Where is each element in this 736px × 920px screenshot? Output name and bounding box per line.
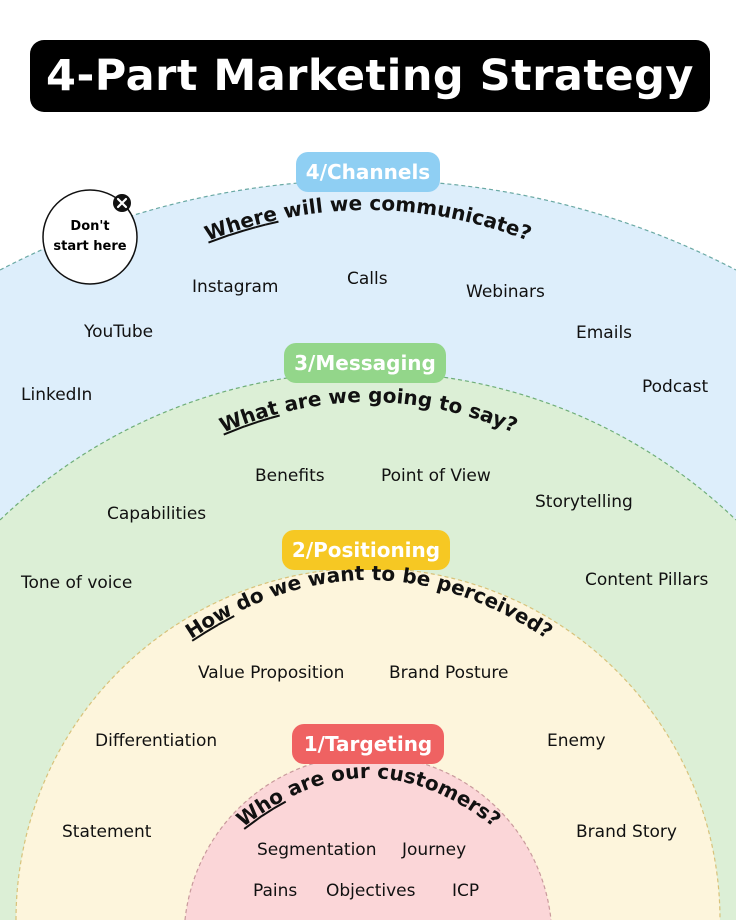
messaging-item: Benefits xyxy=(255,466,325,486)
targeting-item: Segmentation xyxy=(257,840,376,860)
badge-channels-label: 4/Channels xyxy=(306,160,430,184)
messaging-item: Capabilities xyxy=(107,504,206,524)
close-icon xyxy=(113,194,131,212)
targeting-item: Journey xyxy=(401,840,466,860)
targeting-item: Objectives xyxy=(326,881,416,901)
channel-item: Instagram xyxy=(192,277,279,297)
channel-item: Calls xyxy=(347,269,388,289)
badge-messaging: 3/Messaging xyxy=(284,343,446,383)
channel-item: YouTube xyxy=(83,322,153,342)
messaging-item: Storytelling xyxy=(535,492,633,512)
positioning-item: Differentiation xyxy=(95,731,217,751)
page-title: 4-Part Marketing Strategy xyxy=(30,40,710,112)
dont-start-here-note: Don't start here xyxy=(42,189,138,285)
messaging-item: Point of View xyxy=(381,466,491,486)
positioning-item: Enemy xyxy=(547,731,606,751)
channel-item: Podcast xyxy=(642,377,708,397)
note-line1: Don't xyxy=(70,219,109,234)
badge-messaging-label: 3/Messaging xyxy=(294,351,436,375)
positioning-item: Brand Posture xyxy=(389,663,508,683)
messaging-item: Tone of voice xyxy=(20,573,132,593)
channel-item: Emails xyxy=(576,323,632,343)
note-line2: start here xyxy=(53,239,126,254)
badge-targeting-label: 1/Targeting xyxy=(304,732,433,756)
targeting-item: ICP xyxy=(452,881,479,901)
channel-item: LinkedIn xyxy=(21,385,92,405)
channel-item: Webinars xyxy=(466,282,545,302)
targeting-item: Pains xyxy=(253,881,297,901)
messaging-item: Content Pillars xyxy=(585,570,708,590)
positioning-item: Brand Story xyxy=(576,822,677,842)
badge-targeting: 1/Targeting xyxy=(292,724,444,764)
badge-positioning: 2/Positioning xyxy=(282,530,450,570)
positioning-item: Value Proposition xyxy=(198,663,344,683)
positioning-item: Statement xyxy=(62,822,152,842)
badge-positioning-label: 2/Positioning xyxy=(292,538,440,562)
badge-channels: 4/Channels xyxy=(296,152,440,192)
